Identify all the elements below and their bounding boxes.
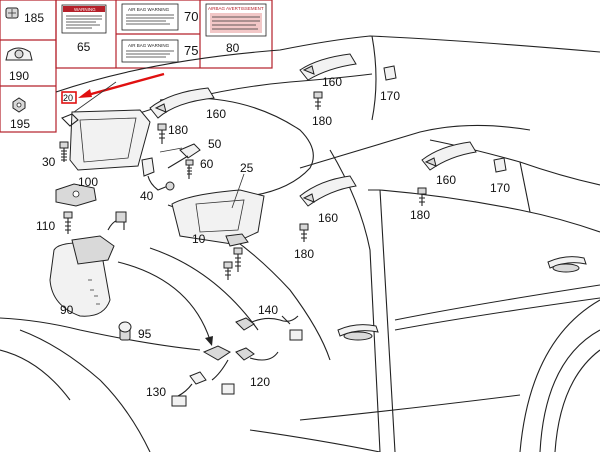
label-160d: 160: [436, 173, 456, 187]
part-190-bracket: [5, 47, 33, 61]
label-75: 75: [184, 43, 198, 58]
sticker-65-title: WARNING: [74, 7, 96, 12]
label-25: 25: [240, 161, 254, 175]
label-160a: 160: [206, 107, 226, 121]
label-180b: 180: [312, 114, 332, 128]
lamp-assembly-120: [202, 345, 279, 395]
label-20: 20: [63, 93, 73, 103]
label-170b: 170: [490, 181, 510, 195]
label-195: 195: [10, 117, 30, 131]
sticker-75: AIR BAG WARNING: [121, 39, 179, 63]
grab-handle-b: [299, 53, 357, 81]
screw-180b: [313, 91, 323, 110]
label-120: 120: [250, 375, 270, 389]
label-110: 110: [36, 219, 55, 233]
label-130: 130: [146, 385, 166, 399]
clip-170b: [493, 157, 507, 173]
rear-view-mirror-90: [49, 211, 127, 317]
grab-handle-d: [421, 141, 477, 171]
label-180a: 180: [168, 123, 188, 137]
label-190: 190: [9, 69, 29, 83]
car-body-outline: [0, 35, 600, 452]
wiring-arrow: [117, 261, 213, 346]
part-185-clip: [5, 7, 19, 19]
clip-50: [159, 143, 201, 169]
screw-30c: [223, 261, 233, 280]
label-50: 50: [208, 137, 222, 151]
lamp-assembly-130: [171, 371, 207, 407]
sticker-70: AIR BAG WARNING: [121, 3, 179, 31]
screw-180a: [157, 123, 167, 144]
part-100-bracket: [55, 183, 97, 207]
sticker-80: AIRBAG AVERTISSEMENT: [205, 3, 267, 37]
callout-arrow: [61, 72, 165, 104]
label-180c: 180: [294, 247, 314, 261]
label-160b: 160: [322, 75, 342, 89]
sun-visor-right: [171, 189, 265, 247]
label-65: 65: [77, 40, 91, 54]
grab-handle-a: [149, 87, 215, 119]
label-80: 80: [226, 41, 240, 55]
screw-30: [59, 141, 69, 162]
label-70: 70: [184, 9, 198, 24]
clip-40: [141, 157, 175, 191]
lamp-assembly-140: [235, 315, 303, 341]
label-100: 100: [78, 175, 98, 189]
sticker-70-title: AIR BAG WARNING: [128, 7, 170, 12]
front-door-handle: [337, 324, 379, 341]
sticker-65: WARNING: [61, 4, 107, 34]
inset-frames: [0, 0, 273, 133]
label-180d: 180: [410, 208, 430, 222]
part-195-nut: [12, 97, 26, 113]
sticker-75-title: AIR BAG WARNING: [128, 43, 170, 48]
rear-door-handle: [547, 256, 587, 273]
sun-visor-left: [61, 109, 151, 171]
sticker-80-title: AIRBAG AVERTISSEMENT: [208, 6, 264, 11]
grab-handle-c: [299, 175, 357, 207]
label-10: 10: [192, 232, 206, 246]
label-140: 140: [258, 303, 278, 317]
label-60: 60: [200, 157, 214, 171]
screw-110: [63, 211, 73, 234]
label-185: 185: [24, 11, 44, 25]
label-90: 90: [60, 303, 74, 317]
label-95: 95: [138, 327, 152, 341]
screw-180c: [299, 223, 309, 242]
label-160c: 160: [318, 211, 338, 225]
screw-60: [185, 159, 194, 179]
label-40: 40: [140, 189, 154, 203]
bulb-95: [118, 321, 132, 341]
screw-30b: [233, 247, 243, 272]
screw-180d: [417, 187, 427, 206]
label-30: 30: [42, 155, 56, 169]
label-170a: 170: [380, 89, 400, 103]
clip-170a: [383, 65, 397, 81]
